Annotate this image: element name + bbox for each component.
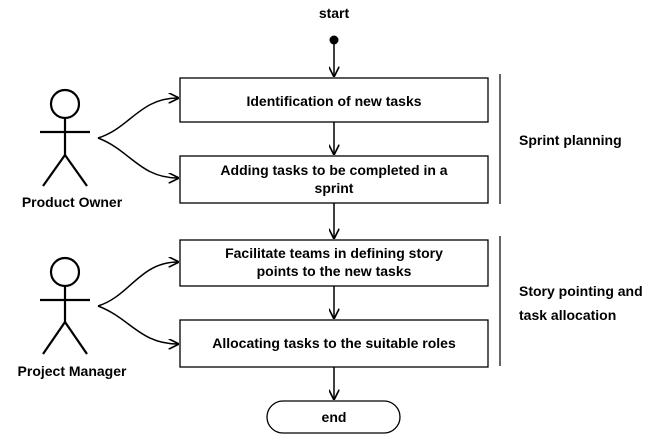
connector-project-manager-to-task4: [97, 305, 178, 344]
actor-label: Project Manager: [18, 363, 127, 379]
task-label-line-1: Facilitate teams in defining story: [225, 245, 443, 261]
start-node: [329, 35, 339, 45]
task-label: Allocating tasks to the suitable roles: [212, 335, 456, 351]
actor-label: Product Owner: [22, 194, 123, 210]
connector-project-manager-to-task3: [97, 262, 178, 307]
task-label: Identification of new tasks: [246, 93, 421, 109]
actor-head: [49, 256, 81, 288]
actor-left-leg: [42, 321, 66, 355]
task-label-line-2: sprint: [315, 180, 354, 196]
connector-product-owner-to-task2: [97, 137, 178, 178]
actor-head: [49, 88, 81, 120]
start-label: start: [319, 5, 350, 21]
task-box-story-points: Facilitate teams in defining story point…: [179, 239, 489, 287]
phase-label-story-pointing-line-1: Story pointing and: [519, 283, 643, 299]
phase-label-sprint-planning: Sprint planning: [519, 132, 622, 148]
actor-left-leg: [42, 154, 66, 187]
task-box-identification: Identification of new tasks: [179, 77, 489, 123]
actor-product-owner: Product Owner: [22, 88, 123, 210]
end-node: end: [266, 400, 401, 434]
end-label: end: [322, 409, 347, 425]
actor-right-leg: [64, 154, 88, 187]
actor-project-manager: Project Manager: [18, 256, 127, 379]
task-box-allocating: Allocating tasks to the suitable roles: [179, 319, 489, 368]
task-box-adding-tasks: Adding tasks to be completed in a sprint: [179, 155, 489, 204]
actor-right-leg: [64, 321, 88, 355]
task-label-line-2: points to the new tasks: [257, 263, 412, 279]
phase-label-story-pointing-line-2: task allocation: [519, 307, 616, 323]
task-label-line-1: Adding tasks to be completed in a: [220, 162, 447, 178]
connector-product-owner-to-task1: [97, 98, 178, 139]
